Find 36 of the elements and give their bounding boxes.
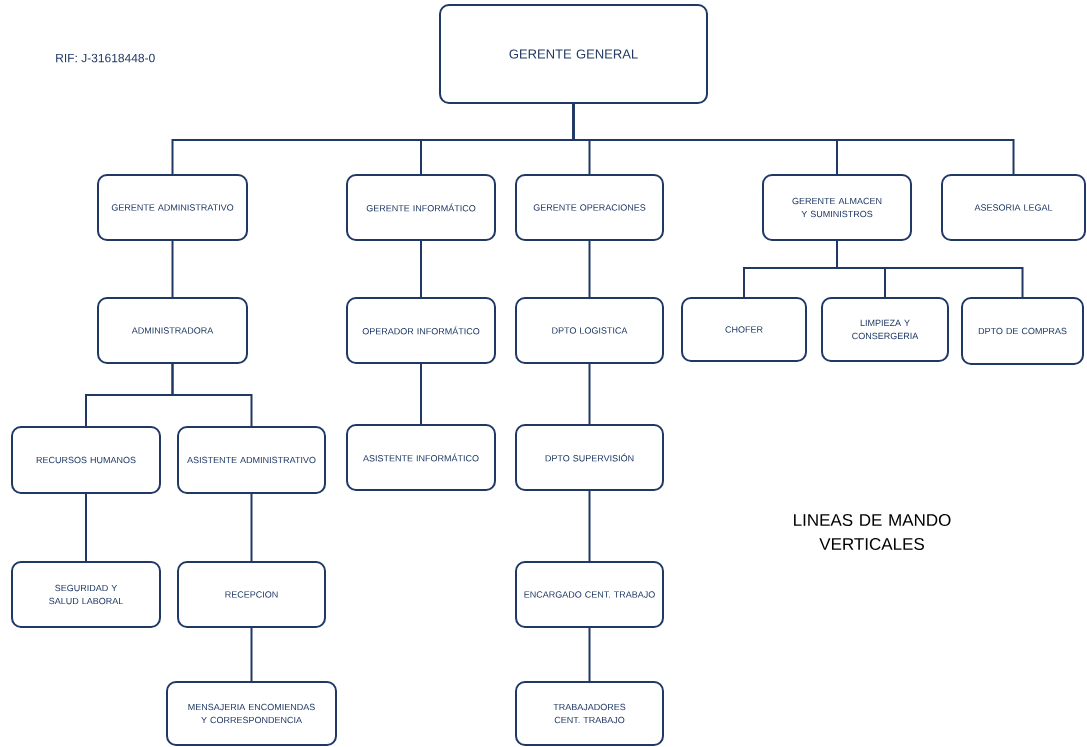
connector-line bbox=[588, 490, 591, 562]
top-position-box: GERENTE GENERAL bbox=[439, 4, 708, 104]
position-box: GERENTE ADMINISTRATIVO bbox=[97, 174, 248, 241]
connector-line bbox=[420, 240, 422, 298]
position-box: RECEPCION bbox=[177, 561, 326, 628]
connector-line bbox=[250, 493, 253, 562]
position-box: GERENTE INFORMÁTICO bbox=[346, 174, 496, 241]
position-box: SEGURIDAD Y SALUD LABORAL bbox=[11, 561, 161, 628]
connector-line bbox=[85, 493, 87, 562]
position-box: OPERADOR INFORMÁTICO bbox=[346, 297, 496, 364]
connector-line bbox=[420, 363, 422, 425]
position-box: ASESORIA LEGAL bbox=[941, 174, 1086, 241]
position-box: RECURSOS HUMANOS bbox=[11, 426, 161, 494]
position-box: DPTO DE COMPRAS bbox=[961, 297, 1084, 365]
position-box: ENCARGADO CENT. TRABAJO bbox=[515, 561, 664, 628]
connector-line bbox=[588, 240, 591, 298]
connector-line bbox=[171, 363, 253, 427]
position-box: DPTO SUPERVISIÓN bbox=[515, 424, 664, 491]
connector-line bbox=[836, 240, 1024, 298]
connector-line bbox=[572, 103, 1015, 175]
connector-line bbox=[588, 363, 591, 425]
position-box: GERENTE OPERACIONES bbox=[515, 174, 664, 241]
connector-line bbox=[171, 240, 174, 298]
note-text: LINEAS DE MANDO VERTICALES bbox=[794, 514, 951, 551]
connector-line bbox=[588, 627, 591, 682]
position-box: CHOFER bbox=[681, 297, 807, 362]
position-box: GERENTE ALMACEN Y SUMINISTROS bbox=[762, 174, 912, 241]
position-box: ASISTENTE INFORMÁTICO bbox=[346, 424, 496, 491]
position-box: MENSAJERIA ENCOMIENDAS Y CORRESPONDENCIA bbox=[166, 681, 337, 746]
position-box: LIMPIEZA Y CONSERGERIA bbox=[821, 297, 949, 362]
position-box: TRABAJADORES CENT. TRABAJO bbox=[515, 681, 664, 746]
connector-line bbox=[250, 627, 253, 682]
position-box: ASISTENTE ADMINISTRATIVO bbox=[177, 426, 326, 494]
position-box: DPTO LOGISTICA bbox=[515, 297, 664, 364]
tax-id-text: RIF: J-31618448-0 bbox=[56, 53, 155, 63]
position-box: ADMINISTRADORA bbox=[97, 297, 248, 364]
